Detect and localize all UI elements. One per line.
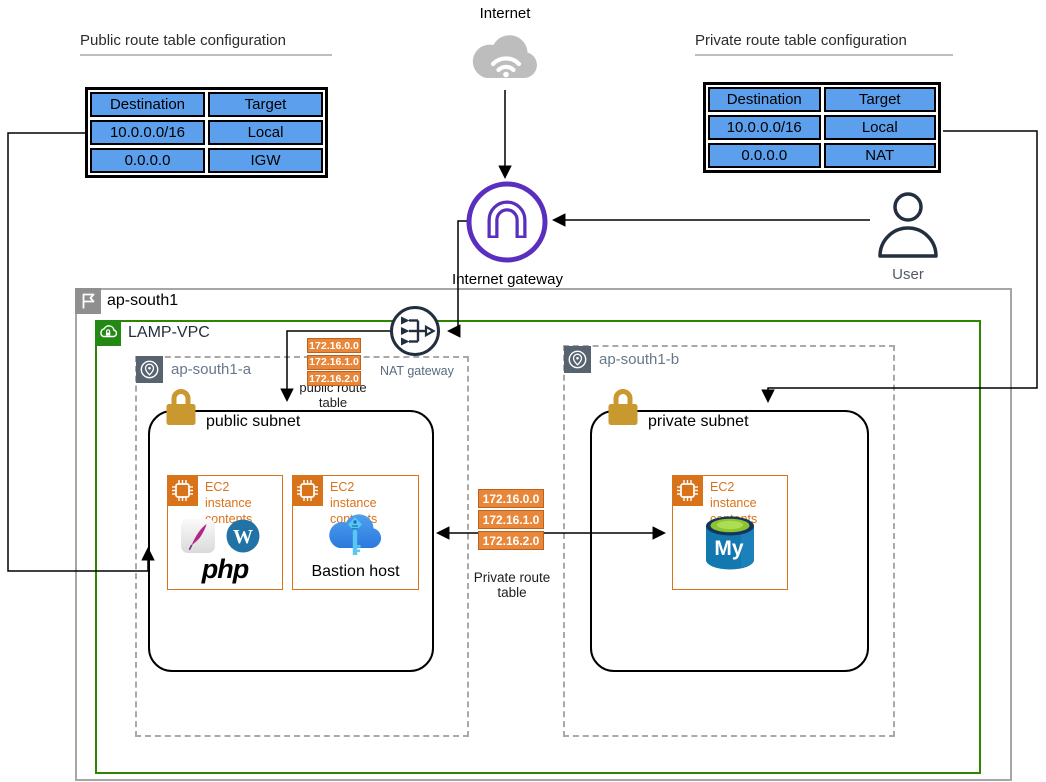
- ec2-bastion-box: EC2 instance contents Bastion host: [292, 475, 419, 590]
- table-header-cell: Target: [208, 92, 323, 117]
- svg-text:W: W: [233, 526, 253, 548]
- vpc-icon: [95, 320, 121, 351]
- ip-chip: 172.16.2.0: [307, 371, 361, 386]
- public-subnet-label: public subnet: [206, 413, 301, 430]
- internet-label: Internet: [479, 5, 531, 22]
- availability-zone-a-label: ap-south1-a: [171, 361, 252, 378]
- public-subnet-box: [148, 410, 434, 672]
- user-label: User: [892, 266, 924, 283]
- svg-text:My: My: [714, 537, 743, 560]
- internet-gateway-icon: [465, 180, 549, 269]
- nat-gateway-icon: [389, 305, 441, 362]
- ip-chip: 172.16.0.0: [478, 489, 544, 508]
- private-subnet-label: private subnet: [648, 413, 749, 430]
- bastion-key-cloud-icon: [326, 509, 384, 564]
- ec2-mysql-box: EC2 instance contents My: [672, 475, 788, 590]
- table-cell: 0.0.0.0: [708, 143, 821, 168]
- table-cell: 10.0.0.0/16: [708, 115, 821, 140]
- ip-chip: 172.16.1.0: [478, 510, 544, 529]
- php-label: php: [201, 554, 249, 584]
- internet-gateway-label: Internet gateway: [452, 271, 563, 288]
- ip-chip: 172.16.1.0: [307, 354, 361, 370]
- availability-zone-a-icon: [136, 356, 163, 388]
- availability-zone-b-label: ap-south1-b: [599, 351, 680, 368]
- nat-gateway-label: NAT gateway: [380, 364, 454, 378]
- availability-zone-b-icon: [564, 346, 591, 378]
- ec2-chip-icon: [672, 475, 703, 511]
- table-cell: Local: [823, 115, 936, 140]
- table-cell: 10.0.0.0/16: [90, 120, 205, 145]
- private-route-table: Destination Target 10.0.0.0/16 Local 0.0…: [703, 82, 941, 173]
- mysql-icon: My: [703, 511, 757, 584]
- apache-icon: [181, 519, 215, 558]
- public-subnet-lock-icon: [163, 386, 199, 433]
- private-route-table-title: Private route table configuration: [695, 32, 953, 56]
- public-route-chip-group: 172.16.0.0 172.16.1.0 172.16.2.0: [307, 338, 361, 388]
- ip-chip: 172.16.2.0: [478, 531, 544, 550]
- private-subnet-lock-icon: [605, 386, 641, 433]
- private-subnet-box: [590, 410, 869, 672]
- table-cell: Local: [208, 120, 323, 145]
- public-route-table-title: Public route table configuration: [80, 32, 332, 56]
- ec2-chip-icon: [167, 475, 198, 511]
- table-cell: IGW: [208, 148, 323, 173]
- table-cell: 0.0.0.0: [90, 148, 205, 173]
- private-route-caption: Private route table: [473, 570, 551, 601]
- bastion-host-label: Bastion host: [311, 563, 400, 580]
- internet-cloud-icon: [465, 27, 545, 88]
- user-icon: [876, 192, 940, 269]
- region-label: ap-south1: [107, 292, 179, 309]
- table-cell: NAT: [823, 143, 936, 168]
- availability-zone-b-box: [563, 345, 895, 737]
- ec2-chip-icon: [292, 475, 323, 511]
- region-flag-icon: [75, 288, 101, 319]
- table-header-cell: Target: [823, 87, 936, 112]
- table-header-cell: Destination: [90, 92, 205, 117]
- vpc-label: LAMP-VPC: [128, 324, 210, 341]
- table-header-cell: Destination: [708, 87, 821, 112]
- ip-chip: 172.16.0.0: [307, 338, 361, 353]
- ec2-lamp-box: EC2 instance contents W php: [167, 475, 283, 590]
- wordpress-icon: W: [226, 519, 260, 558]
- private-route-chip-group: 172.16.0.0 172.16.1.0 172.16.2.0: [478, 489, 544, 552]
- public-route-table: Destination Target 10.0.0.0/16 Local 0.0…: [85, 87, 328, 178]
